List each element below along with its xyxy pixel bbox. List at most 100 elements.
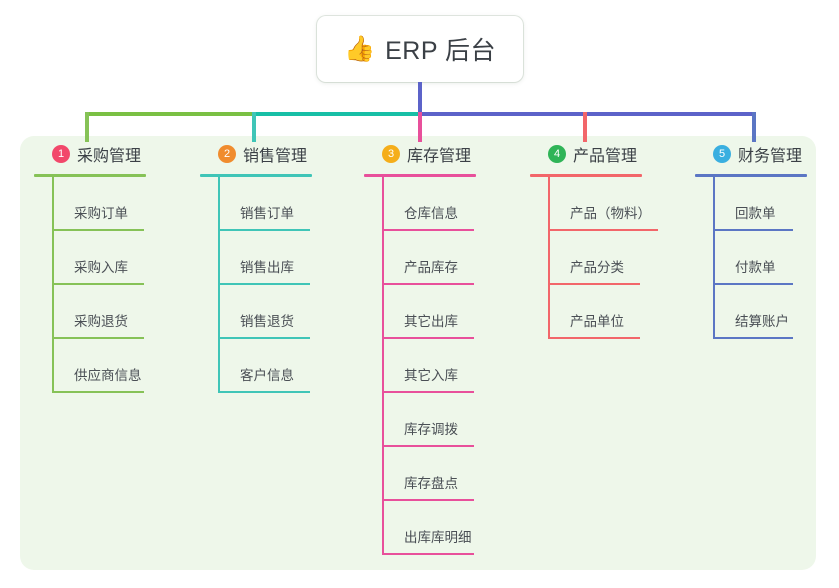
leaf-node[interactable]: 采购入库 [52, 231, 146, 285]
leaf-rule [382, 499, 474, 501]
column-header-2[interactable]: 2 销售管理 [200, 142, 312, 166]
leaf-label: 回款单 [735, 206, 776, 221]
leaf-label: 付款单 [735, 260, 776, 275]
leaf-node[interactable]: 库存盘点 [382, 447, 476, 501]
leaf-node[interactable]: 结算账户 [713, 285, 807, 339]
column-3: 3 库存管理仓库信息产品库存其它出库其它入库库存调拨库存盘点出库库明细 [364, 142, 476, 555]
spine-3 [382, 177, 384, 555]
leaf-node[interactable]: 采购订单 [52, 177, 146, 231]
leaf-rule [382, 337, 474, 339]
leaf-node[interactable]: 销售订单 [218, 177, 312, 231]
leaf-node[interactable]: 库存调拨 [382, 393, 476, 447]
leaf-node[interactable]: 采购退货 [52, 285, 146, 339]
column-header-3[interactable]: 3 库存管理 [364, 142, 476, 166]
leaf-label: 其它出库 [404, 314, 458, 329]
leaf-label: 销售订单 [240, 206, 294, 221]
leaf-node[interactable]: 回款单 [713, 177, 807, 231]
leaf-rule [713, 337, 793, 339]
badge-1: 1 [52, 145, 70, 163]
leaf-node[interactable]: 产品分类 [548, 231, 642, 285]
leaf-label: 采购退货 [74, 314, 128, 329]
bus-teal [252, 112, 420, 116]
trunk-connector [418, 82, 422, 114]
column-rule-1 [34, 174, 146, 177]
spine-2 [218, 177, 220, 393]
badge-2: 2 [218, 145, 236, 163]
thumbs-up-icon: 👍 [343, 34, 376, 63]
leaf-rule [548, 337, 640, 339]
leaf-rule [218, 337, 310, 339]
spine-5 [713, 177, 715, 339]
leaf-label: 销售退货 [240, 314, 294, 329]
column-rule-5 [695, 174, 807, 177]
leaf-rule [52, 229, 144, 231]
leaf-label: 产品单位 [570, 314, 624, 329]
bus-green [85, 112, 252, 116]
leaf-node[interactable]: 客户信息 [218, 339, 312, 393]
branch-4: 产品（物料） 产品分类产品单位 [548, 177, 658, 339]
leaf-node[interactable]: 产品单位 [548, 285, 642, 339]
drop-5 [752, 112, 756, 142]
leaf-node[interactable]: 仓库信息 [382, 177, 476, 231]
leaf-rule [382, 283, 474, 285]
column-title-3: 库存管理 [407, 148, 472, 165]
leaf-label: 结算账户 [735, 314, 789, 329]
branch-5: 回款单付款单结算账户 [713, 177, 807, 339]
column-2: 2 销售管理销售订单销售出库销售退货客户信息 [200, 142, 312, 393]
leaf-rule [713, 229, 793, 231]
leaf-label: 库存盘点 [404, 476, 458, 491]
branch-2: 销售订单销售出库销售退货客户信息 [218, 177, 312, 393]
badge-3: 3 [382, 145, 400, 163]
leaf-node[interactable]: 产品（物料） [548, 177, 658, 231]
leaf-rule [548, 229, 658, 231]
leaf-node[interactable]: 销售退货 [218, 285, 312, 339]
leaf-label: 客户信息 [240, 368, 294, 383]
root-node[interactable]: 👍 ERP 后台 [317, 16, 523, 82]
leaf-label: 出库库明细 [404, 530, 472, 545]
branch-3: 仓库信息产品库存其它出库其它入库库存调拨库存盘点出库库明细 [382, 177, 476, 555]
root-node-content: 👍 ERP 后台 [344, 31, 496, 67]
branch-1: 采购订单采购入库采购退货供应商信息 [52, 177, 146, 393]
leaf-node[interactable]: 其它入库 [382, 339, 476, 393]
leaf-label: 销售出库 [240, 260, 294, 275]
leaf-node[interactable]: 其它出库 [382, 285, 476, 339]
leaf-rule [218, 229, 310, 231]
column-title-5: 财务管理 [738, 148, 803, 165]
leaf-rule [218, 283, 310, 285]
leaf-node[interactable]: 供应商信息 [52, 339, 146, 393]
badge-5: 5 [713, 145, 731, 163]
leaf-node[interactable]: 出库库明细 [382, 501, 476, 555]
leaf-label: 库存调拨 [404, 422, 458, 437]
leaf-node[interactable]: 付款单 [713, 231, 807, 285]
column-header-5[interactable]: 5 财务管理 [695, 142, 807, 166]
leaf-label: 仓库信息 [404, 206, 458, 221]
column-title-2: 销售管理 [243, 148, 308, 165]
leaf-rule [713, 283, 793, 285]
leaf-rule [52, 391, 144, 393]
leaf-rule [382, 391, 474, 393]
bus-blue [418, 112, 756, 116]
leaf-label: 采购入库 [74, 260, 128, 275]
drop-4 [583, 112, 587, 142]
leaf-node[interactable]: 产品库存 [382, 231, 476, 285]
leaf-rule [52, 283, 144, 285]
spine-4 [548, 177, 550, 339]
column-1: 1 采购管理采购订单采购入库采购退货供应商信息 [34, 142, 146, 393]
leaf-label: 产品库存 [404, 260, 458, 275]
leaf-label: 采购订单 [74, 206, 128, 221]
leaf-label: 产品（物料） [570, 206, 651, 221]
column-header-1[interactable]: 1 采购管理 [34, 142, 146, 166]
leaf-label: 供应商信息 [74, 368, 142, 383]
badge-4: 4 [548, 145, 566, 163]
leaf-label: 产品分类 [570, 260, 624, 275]
drop-1 [85, 112, 89, 142]
column-title-1: 采购管理 [77, 148, 142, 165]
leaf-rule [218, 391, 310, 393]
leaf-rule [52, 337, 144, 339]
leaf-node[interactable]: 销售出库 [218, 231, 312, 285]
root-node-label: ERP 后台 [385, 37, 497, 65]
column-rule-4 [530, 174, 642, 177]
spine-1 [52, 177, 54, 393]
